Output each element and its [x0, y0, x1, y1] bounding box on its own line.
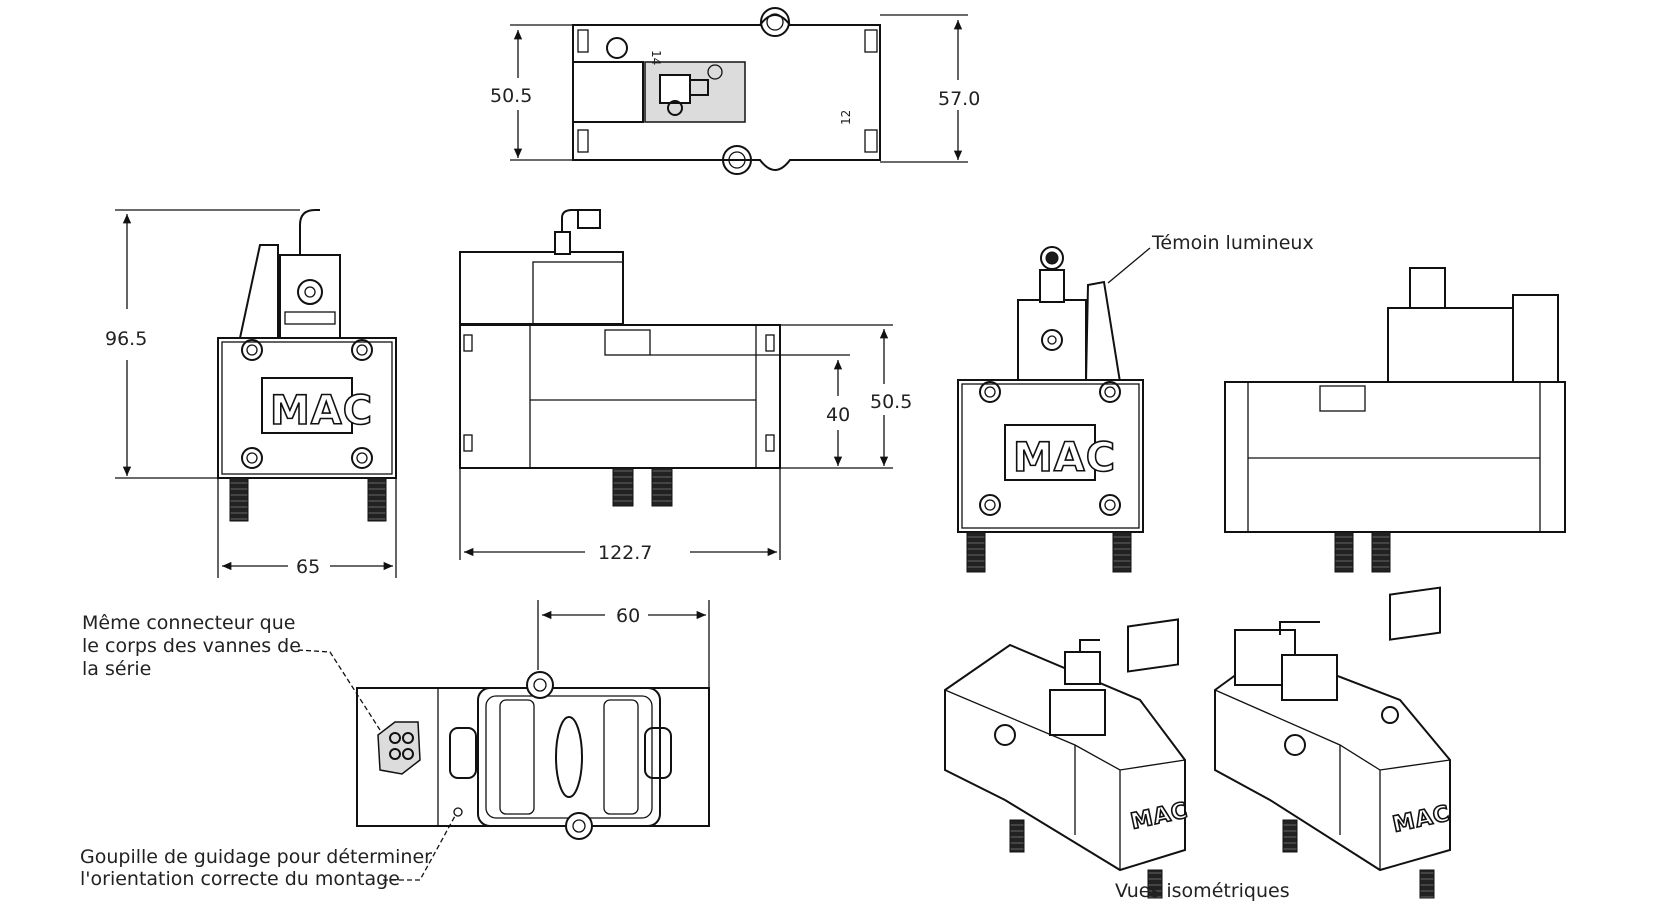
side-view-with-indicator: [1224, 267, 1566, 573]
isometric-view-1: MAC: [944, 618, 1191, 899]
connector-note-line-3: la série: [82, 658, 151, 680]
dim-top-50-5: 50.5: [490, 85, 532, 107]
guide-pin-note-line-2: l'orientation correcte du montage: [80, 868, 400, 890]
front-brand-logo: MAC: [270, 388, 373, 434]
dim-front-96-5: 96.5: [105, 328, 147, 350]
dim-base-60: 60: [616, 605, 640, 627]
dim-side-122-7: 122.7: [598, 542, 652, 564]
port-14-label: 14: [649, 50, 663, 65]
indicator-brand-logo: MAC: [1013, 435, 1116, 481]
isometric-views-caption: Vues isométriques: [1115, 880, 1290, 902]
front-view: MAC 96.5 65: [105, 209, 397, 578]
dim-top-57-0: 57.0: [938, 88, 980, 110]
guide-pin-note-line-1: Goupille de guidage pour déterminer: [80, 846, 432, 868]
dim-side-50-5: 50.5: [870, 391, 912, 413]
front-view-with-indicator: MAC Témoin lumineux: [957, 232, 1314, 573]
connector-note-line-2: le corps des vannes de: [82, 635, 301, 657]
dim-front-65: 65: [296, 556, 320, 578]
dim-side-40: 40: [826, 404, 850, 426]
isometric-view-2: MAC: [1214, 586, 1453, 899]
indicator-light-label: Témoin lumineux: [1151, 232, 1314, 254]
top-view: 14 12 50.5 57.0: [490, 7, 980, 175]
base-bottom-view: 60 Même connecteur que le corps des vann…: [80, 600, 710, 890]
connector-note-line-1: Même connecteur que: [82, 612, 295, 634]
port-12-label: 12: [839, 110, 853, 125]
side-view: 40 50.5 122.7: [459, 209, 912, 564]
